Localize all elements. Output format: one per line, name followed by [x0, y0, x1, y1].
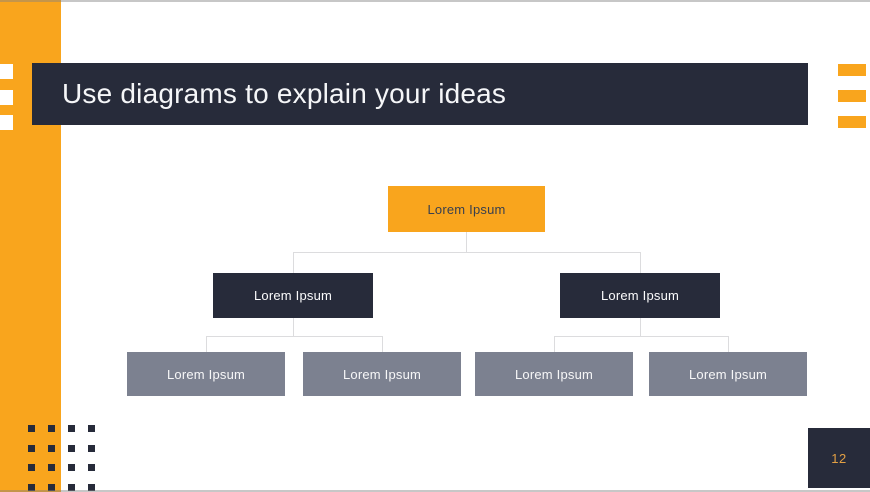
connector-line — [293, 252, 294, 273]
left-notch-decoration — [0, 115, 13, 130]
node-label: Lorem Ipsum — [253, 288, 333, 303]
slide-bottom-edge — [0, 490, 870, 492]
connector-line — [640, 252, 641, 273]
slide-top-edge — [0, 0, 870, 2]
node-label: Lorem Ipsum — [514, 366, 594, 382]
dot-grid-decoration — [28, 425, 95, 491]
connector-line — [466, 232, 467, 252]
right-accent-bar — [838, 116, 866, 128]
org-chart-level3-node-4[interactable]: Lorem Ipsum — [649, 352, 807, 396]
page-number: 12 — [831, 450, 847, 466]
org-chart-level3-node-1[interactable]: Lorem Ipsum — [127, 352, 285, 396]
node-label: Lorem Ipsum — [427, 201, 506, 217]
connector-line — [640, 318, 641, 336]
connector-line — [206, 336, 207, 352]
org-chart-level2-node-right[interactable]: Lorem Ipsum — [560, 273, 720, 318]
left-notch-decoration — [0, 64, 13, 79]
right-accent-bar — [838, 90, 866, 102]
node-label: Lorem Ipsum — [688, 366, 768, 382]
node-label: Lorem Ipsum — [342, 366, 422, 382]
org-chart-root-node[interactable]: Lorem Ipsum — [388, 186, 545, 232]
right-accent-bar — [838, 64, 866, 76]
left-notch-decoration — [0, 90, 13, 105]
slide-title-bar[interactable]: Use diagrams to explain your ideas — [32, 63, 808, 125]
connector-line — [554, 336, 555, 352]
connector-line — [206, 336, 382, 337]
org-chart-level2-node-left[interactable]: Lorem Ipsum — [213, 273, 373, 318]
node-label: Lorem Ipsum — [600, 288, 680, 303]
connector-line — [293, 252, 641, 253]
org-chart-level3-node-2[interactable]: Lorem Ipsum — [303, 352, 461, 396]
org-chart-level3-node-3[interactable]: Lorem Ipsum — [475, 352, 633, 396]
connector-line — [728, 336, 729, 352]
connector-line — [293, 318, 294, 336]
connector-line — [382, 336, 383, 352]
page-number-box: 12 — [808, 428, 870, 488]
node-label: Lorem Ipsum — [166, 366, 246, 382]
connector-line — [554, 336, 728, 337]
slide-title: Use diagrams to explain your ideas — [62, 78, 507, 109]
